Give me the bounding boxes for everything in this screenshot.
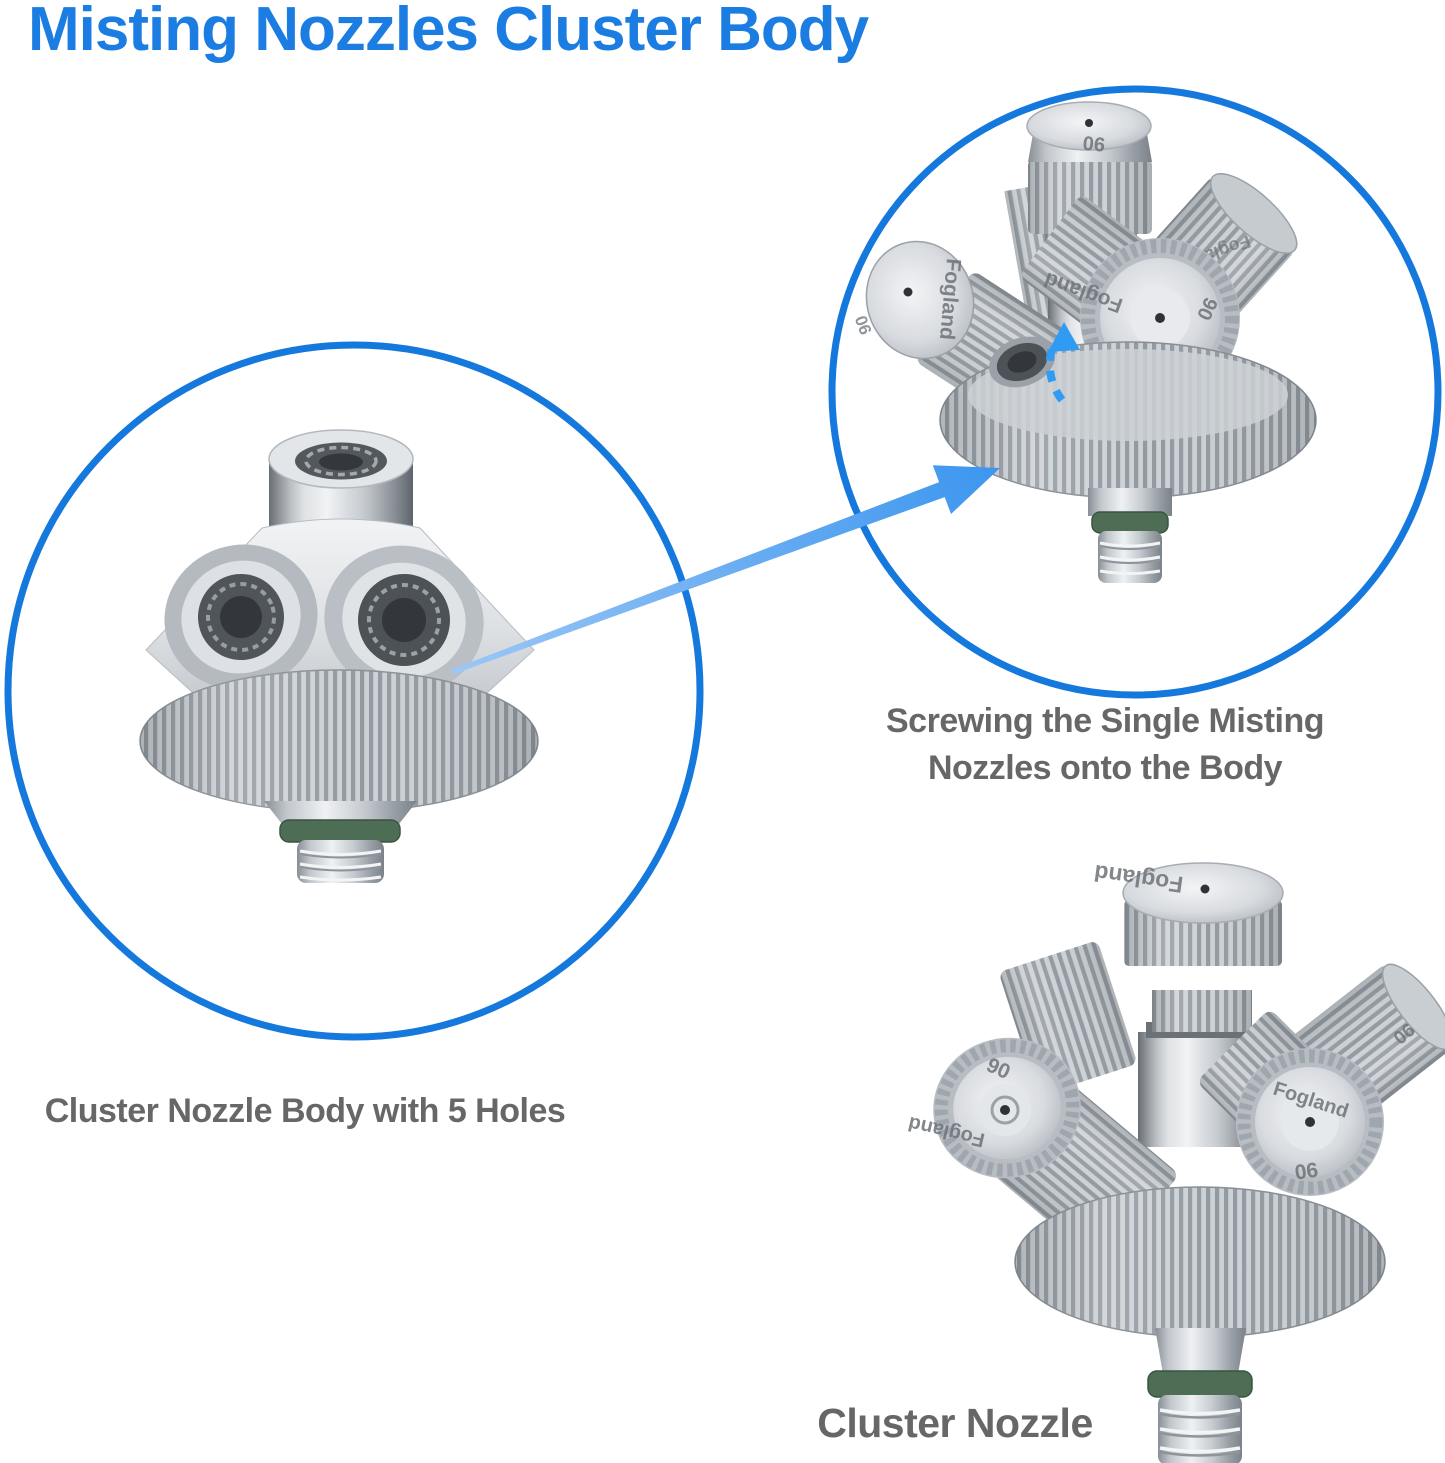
cluster-body-photo — [139, 429, 539, 883]
caption-screwing-line2: Nozzles onto the Body — [927, 748, 1283, 787]
left-threaded-hole — [164, 544, 318, 690]
knurled-base — [139, 669, 539, 813]
threaded-stud — [1098, 531, 1162, 583]
pointer-arrow — [451, 465, 1001, 675]
empty-nozzle-hole — [989, 336, 1055, 388]
o-ring — [279, 819, 401, 843]
cluster-knurled-base — [1014, 1186, 1386, 1338]
threaded-stud — [297, 840, 384, 883]
right-front-nozzle: Fogland 90 — [1199, 1011, 1384, 1196]
threaded-stud — [1158, 1395, 1242, 1463]
right-highlight-circle — [828, 85, 1442, 699]
screwing-motion-arrow — [1045, 322, 1080, 403]
caption-screwing: Screwing the Single Misting Nozzles onto… — [840, 698, 1370, 792]
top-inlet-port — [268, 429, 414, 566]
partial-cluster-photo: 90 Fogland 90 — [851, 101, 1317, 583]
neck — [1155, 1328, 1246, 1374]
right-threaded-hole — [324, 545, 484, 695]
top-nozzle: Fogland — [1092, 860, 1284, 1147]
neck — [264, 801, 417, 824]
engraving-size: 90 — [1082, 131, 1106, 155]
left-highlight-circle — [4, 341, 704, 1041]
caption-body: Cluster Nozzle Body with 5 Holes — [44, 1092, 566, 1130]
caption-screwing-line1: Screwing the Single Misting — [886, 702, 1325, 740]
cluster-knurled-base — [939, 336, 1317, 499]
o-ring — [1091, 511, 1169, 534]
o-ring — [1147, 1370, 1253, 1398]
page-title: Misting Nozzles Cluster Body — [28, 0, 869, 64]
caption-cluster: Cluster Nozzle — [817, 1400, 1093, 1446]
assembled-cluster-photo: 90 Fogland — [906, 860, 1445, 1463]
engraving-size: 90 — [1293, 1157, 1319, 1183]
